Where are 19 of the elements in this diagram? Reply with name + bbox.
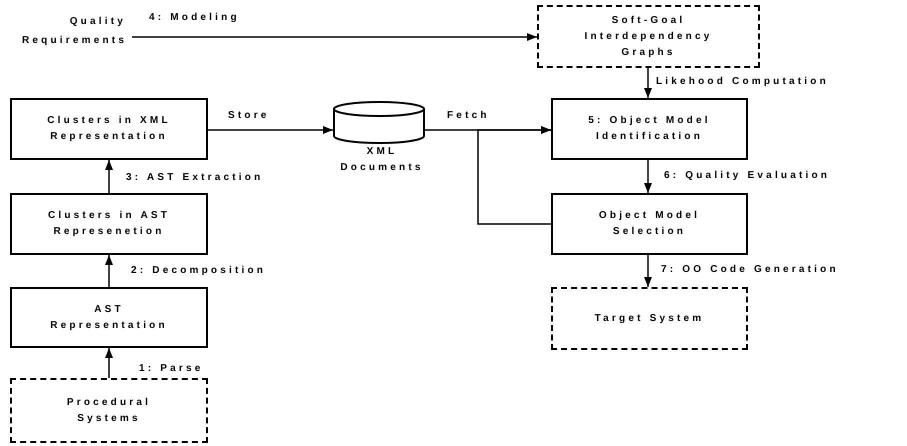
dashed-box: Target System bbox=[551, 287, 748, 350]
arrow bbox=[644, 160, 652, 193]
arrow bbox=[105, 255, 113, 287]
process-box: AST Representation bbox=[10, 287, 208, 348]
arrow bbox=[105, 160, 113, 193]
arrow bbox=[644, 68, 652, 98]
process-box: Clusters in AST Represenetion bbox=[10, 193, 208, 255]
dashed-box: Procedural Systems bbox=[10, 378, 208, 443]
process-box: 5: Object Model Identification bbox=[551, 98, 748, 160]
dashed-box: Soft-Goal Interdependency Graphs bbox=[537, 5, 760, 68]
requirements-text: Quality Requirements bbox=[22, 12, 132, 58]
arrow bbox=[644, 255, 652, 287]
process-box: Clusters in XML Representation bbox=[10, 98, 208, 160]
node-caption: XML Documents bbox=[339, 145, 425, 175]
process-box: Object Model Selection bbox=[551, 193, 748, 255]
arrow bbox=[105, 348, 113, 378]
arrow bbox=[477, 126, 551, 225]
arrow bbox=[132, 33, 537, 41]
arrow bbox=[208, 126, 333, 134]
